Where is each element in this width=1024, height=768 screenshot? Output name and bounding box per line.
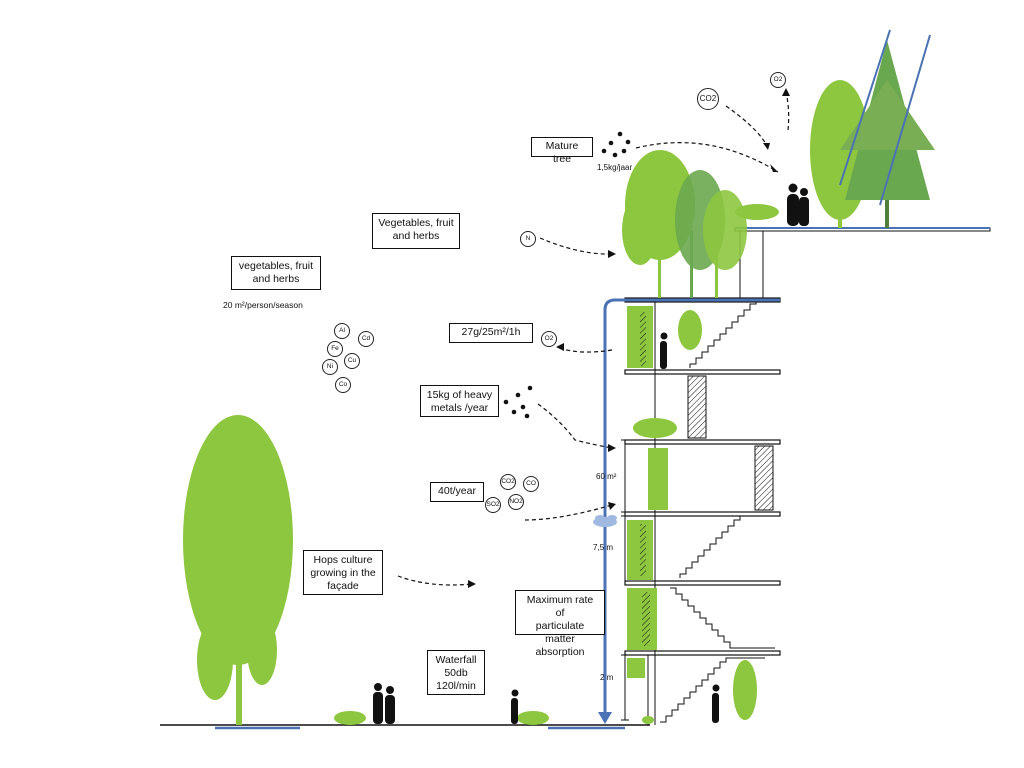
- vegetables-area: 20 m²/person/season: [223, 300, 303, 310]
- building-section: [593, 227, 991, 725]
- mature-tree-rate: 1,5kg/jaar: [597, 163, 633, 172]
- floor-slab: [624, 439, 781, 445]
- rooftop-trees: [622, 150, 747, 298]
- no2-icon: NO2: [508, 494, 524, 510]
- co2-rate-label: 40t/year: [430, 482, 484, 502]
- cobalt-icon: Co: [335, 377, 351, 393]
- nitrogen-icon: N: [520, 231, 536, 247]
- particulate-label: Maximum rate of particulate matter absor…: [515, 590, 605, 658]
- floor-slab: [624, 650, 781, 656]
- water-arrow: [598, 712, 612, 724]
- iron-icon: Fe: [327, 341, 343, 357]
- vegetables-roof-label: Vegetables, fruit and herbs: [372, 213, 460, 249]
- floor-slab: [624, 580, 781, 586]
- cadmium-icon: Cd: [358, 331, 374, 347]
- mature-tree-label: Mature tree: [531, 137, 593, 165]
- particle-dots: [503, 131, 631, 419]
- shrubs: [334, 711, 654, 725]
- facade-vegetation: [627, 204, 779, 720]
- co-low-icon: CO: [523, 476, 539, 492]
- vegetables-ground-label: vegetables, fruit and herbs: [231, 256, 321, 290]
- floor-slab: [624, 369, 781, 375]
- nickel-icon: Ni: [322, 359, 338, 375]
- heavy-metals-label: 15kg of heavy metals /year: [420, 385, 499, 417]
- top-trees: [810, 29, 935, 228]
- water-spray-icon: [593, 515, 617, 527]
- dimension-lines: [621, 439, 629, 721]
- dimension-7-5m: 7,5 m: [593, 543, 614, 552]
- co2-low-icon: CO2: [500, 474, 516, 490]
- dimension-60m2: 60 m²: [596, 472, 617, 481]
- so2-icon: SO2: [485, 497, 501, 513]
- co2-top-icon: CO2: [697, 88, 719, 110]
- water-pipe: [603, 298, 780, 720]
- copper-icon: Cu: [344, 353, 360, 369]
- people: [373, 183, 809, 724]
- staircase: [660, 301, 775, 723]
- hops-label: Hops culture growing in the façade: [303, 550, 383, 595]
- aluminium-icon: Al: [334, 323, 350, 339]
- street-tree: [183, 415, 293, 725]
- dimension-2m: 2 m: [600, 673, 614, 682]
- arrow-heads: [468, 88, 790, 588]
- waterfall-label: Waterfall 50db 120l/min: [427, 650, 485, 695]
- o2-top-icon: O2: [770, 72, 786, 88]
- o2-mid-icon: O2: [541, 331, 557, 347]
- floor-slab: [624, 511, 781, 517]
- oxygen-rate-label: 27g/25m²/1h: [449, 323, 533, 343]
